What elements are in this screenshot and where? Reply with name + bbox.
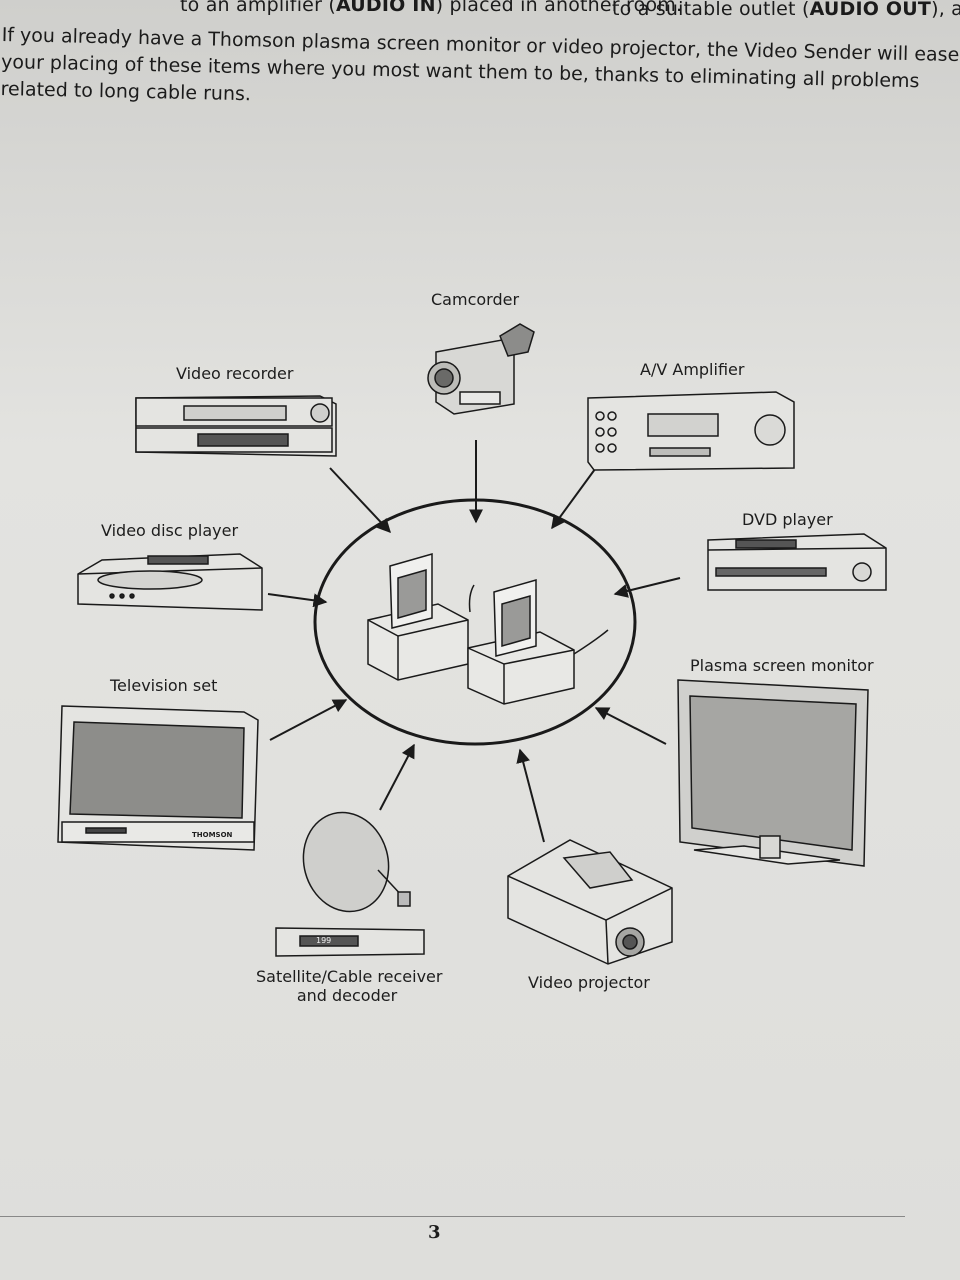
line1-prefix: to an amplifier (	[180, 0, 336, 16]
label-video-disc-player: Video disc player	[101, 521, 239, 540]
dvd-player-icon	[707, 533, 887, 591]
arrow-projector	[516, 748, 545, 843]
arrow-video-disc	[267, 593, 328, 608]
arrow-tv	[269, 699, 348, 741]
video-projector-icon	[507, 839, 673, 965]
label-av-amplifier: A/V Amplifier	[640, 360, 745, 379]
arrow-satellite	[379, 743, 415, 811]
video-recorder-icon	[135, 395, 337, 457]
line1-middle: ) placed in another room.	[435, 0, 683, 16]
audio-out-label: AUDIO OUT	[809, 0, 932, 20]
plasma-screen-monitor-icon	[677, 679, 869, 867]
label-video-recorder: Video recorder	[176, 364, 294, 383]
label-camcorder: Camcorder	[431, 290, 520, 309]
sender-units	[367, 553, 609, 705]
tv-brand-text: THOMSON	[192, 831, 233, 839]
label-satellite-receiver: Satellite/Cable receiver and decoder	[256, 967, 443, 1005]
intro-line-fragment-right: to a suitable outlet (AUDIO OUT), and	[612, 0, 960, 20]
arrow-av-amplifier	[551, 464, 599, 530]
satellite-display-text: 199	[316, 936, 332, 945]
arrow-dvd	[613, 577, 681, 598]
video-disc-player-icon	[77, 553, 263, 611]
intro-line-fragment: to an amplifier (AUDIO IN) placed in ano…	[180, 0, 682, 16]
satellite-receiver-icon	[275, 811, 425, 957]
label-plasma-monitor: Plasma screen monitor	[690, 656, 874, 675]
arrow-video-recorder	[329, 467, 391, 534]
label-satellite-line-1: Satellite/Cable receiver	[256, 967, 443, 986]
central-ellipse	[313, 498, 637, 746]
arrow-plasma	[594, 707, 667, 745]
line1-right: to a suitable outlet (	[612, 0, 810, 20]
label-video-projector: Video projector	[528, 973, 650, 992]
audio-in-label: AUDIO IN	[335, 0, 436, 16]
camcorder-icon	[427, 323, 535, 415]
label-dvd-player: DVD player	[742, 510, 833, 529]
av-amplifier-icon	[587, 391, 795, 471]
television-set-icon	[57, 705, 259, 851]
page-number: 3	[428, 1222, 441, 1243]
label-satellite-line-2: and decoder	[296, 986, 398, 1005]
footer-rule	[0, 1216, 905, 1217]
label-television-set: Television set	[110, 676, 218, 695]
line1-end: ), and	[931, 0, 960, 20]
